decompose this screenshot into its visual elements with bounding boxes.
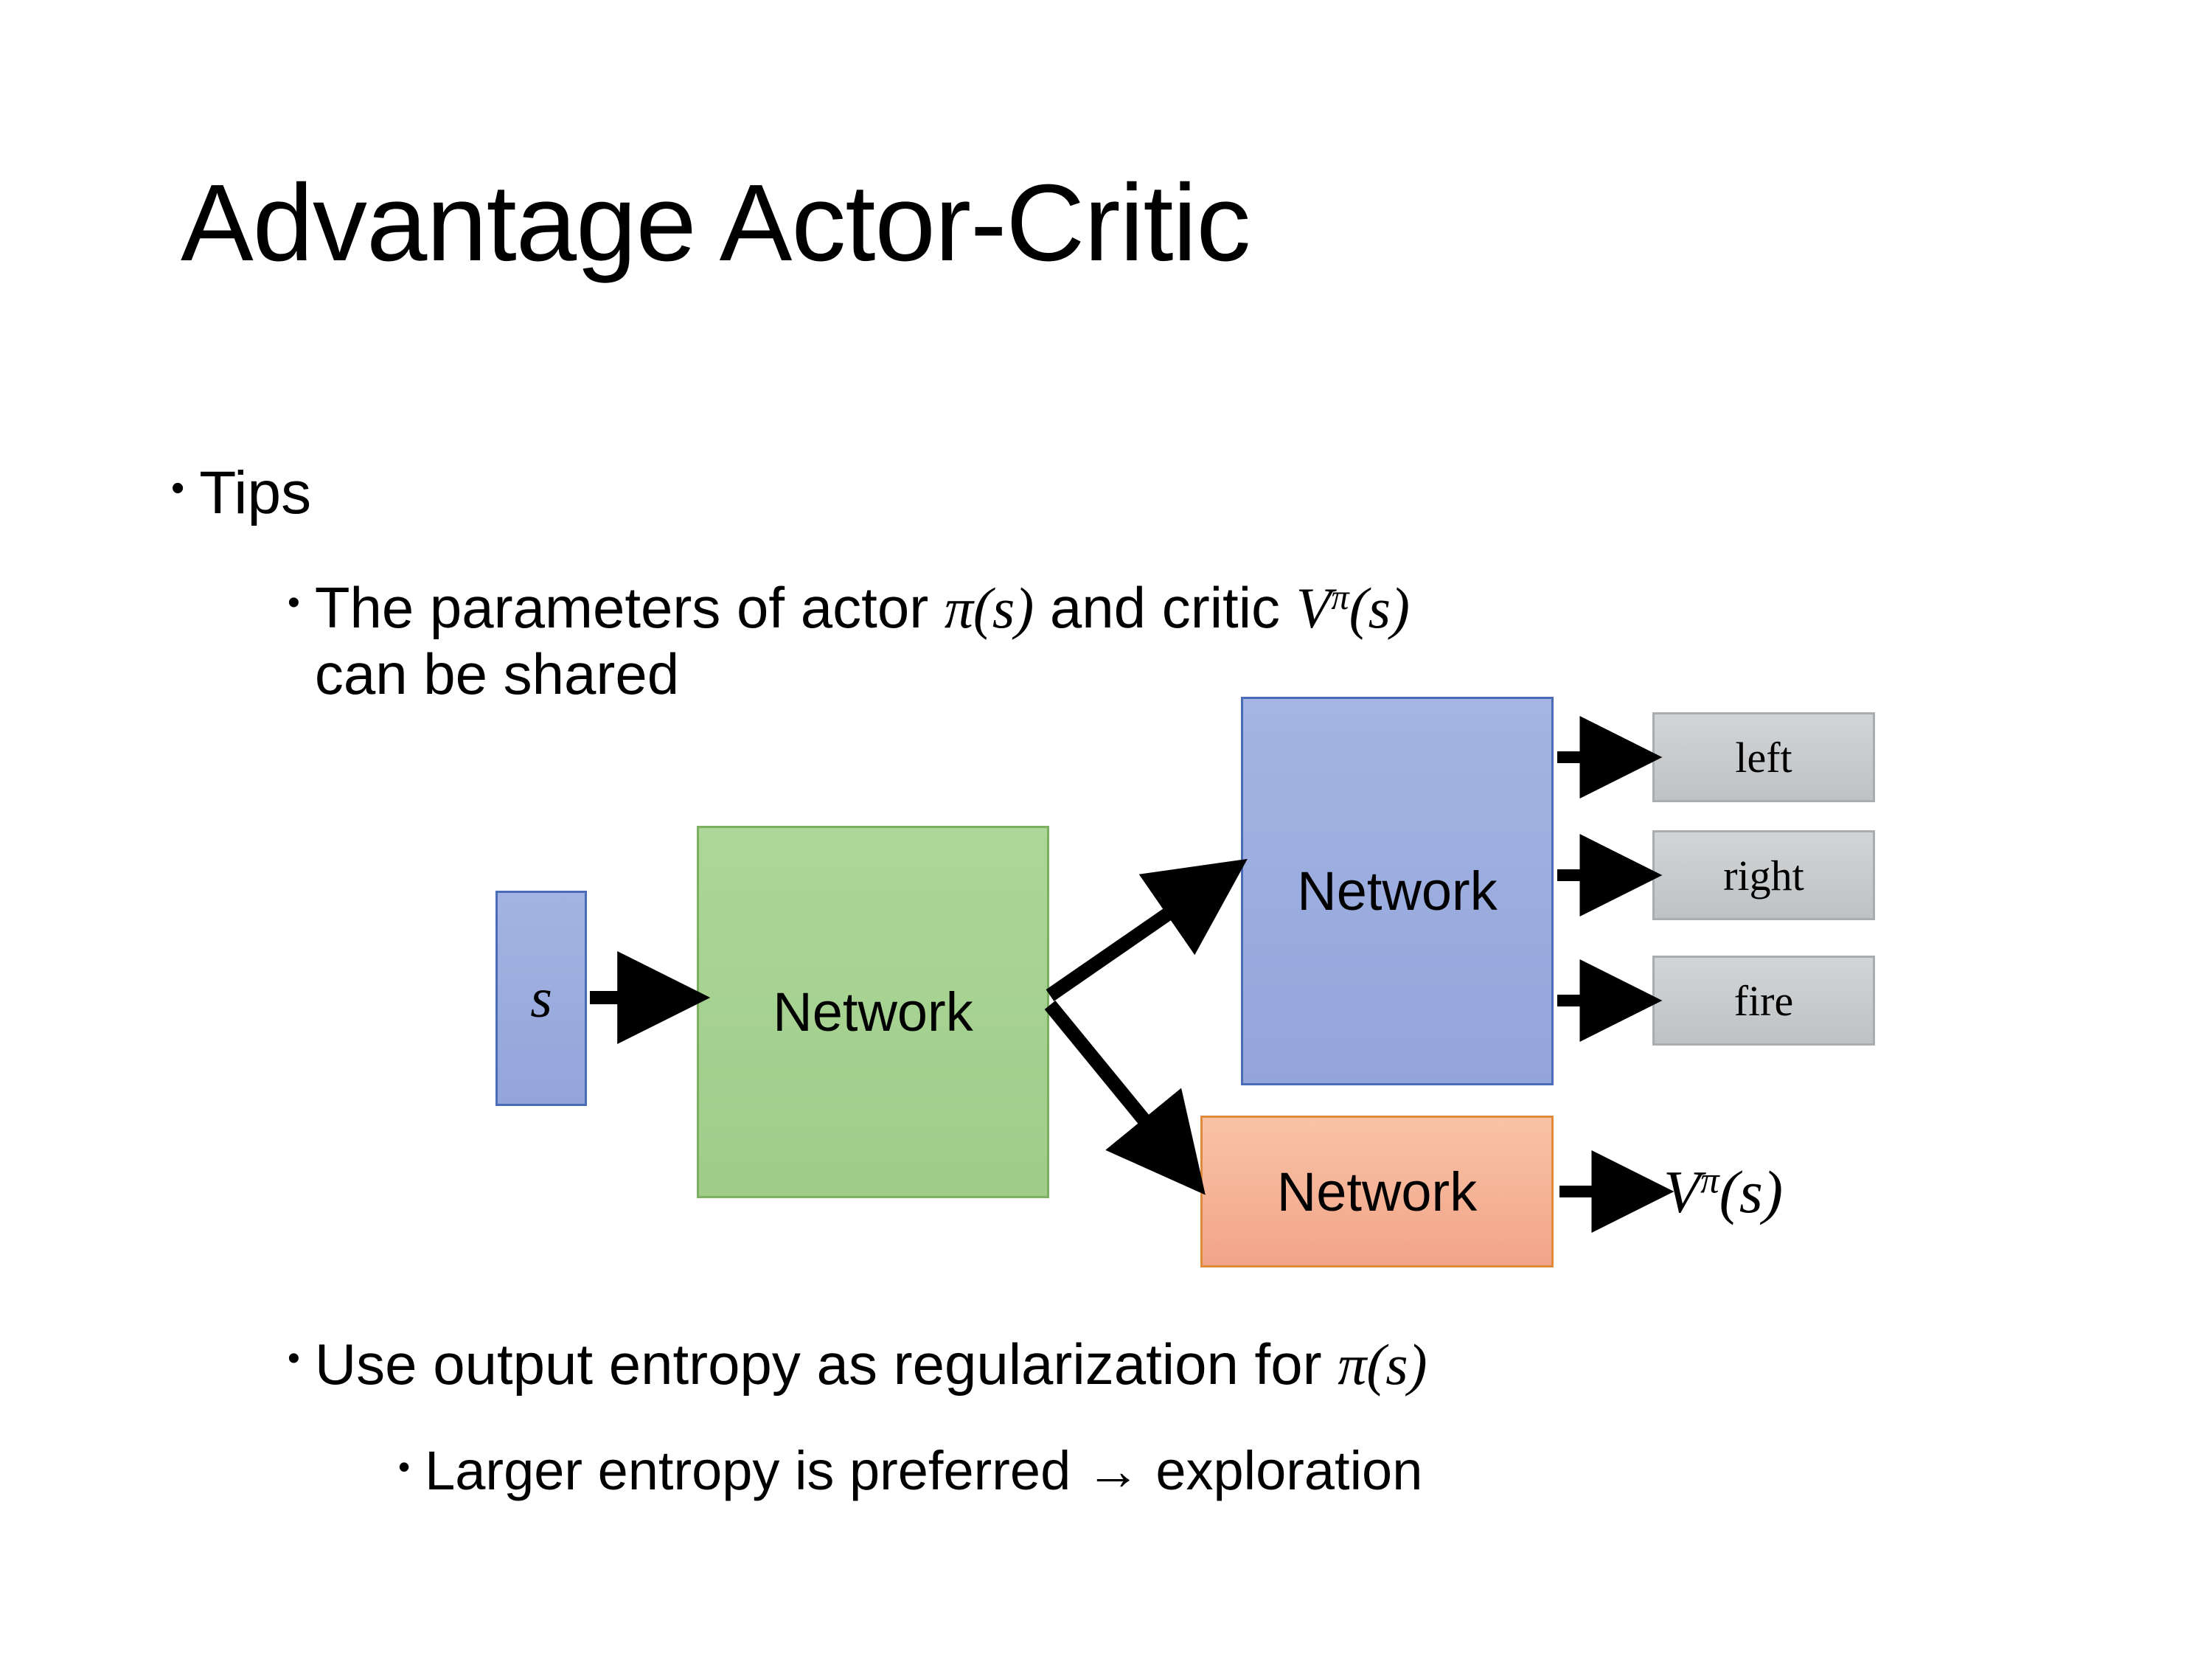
bullet-shared-parameters-label: The parameters of actor π(s) and critic … [315, 575, 2057, 707]
state-input-box: s [495, 891, 587, 1106]
text-entropy-prefix: Use output entropy as regularization for [314, 1332, 1338, 1397]
bullet-marker: • [398, 1447, 411, 1486]
bullet-larger-entropy-label: Larger entropy is preferred → exploratio… [425, 1440, 1423, 1501]
math-actor-pi-s: π(s) [944, 576, 1034, 640]
shared-network-box: Network [697, 826, 1049, 1198]
text-parameters-suffix: can be shared [314, 641, 680, 706]
value-function-output-label: Vπ(s) [1663, 1158, 1783, 1227]
text-parameters-middle: and critic [1034, 575, 1296, 640]
action-output-left: left [1652, 712, 1875, 802]
bullet-tips-label: Tips [199, 459, 312, 526]
math-critic-base: V [1295, 576, 1332, 640]
math-critic-argument: (s) [1349, 576, 1410, 640]
arrow-shared-to-actor [1046, 858, 1248, 1001]
bullet-tips: • Tips [171, 459, 311, 528]
value-superscript: π [1700, 1159, 1719, 1201]
bullet-shared-parameters: • The parameters of actor π(s) and criti… [288, 575, 2057, 707]
bullet-marker: • [288, 583, 300, 622]
arrow-shared-to-critic [1044, 1000, 1206, 1195]
action-output-right: right [1652, 830, 1875, 920]
text-parameters-prefix: The parameters of actor [314, 575, 945, 640]
bullet-marker: • [288, 1339, 300, 1378]
math-entropy-pi-s: π(s) [1338, 1332, 1427, 1397]
bullet-larger-entropy: • Larger entropy is preferred → explorat… [398, 1439, 2168, 1502]
bullet-entropy-regularization: • Use output entropy as regularization f… [288, 1331, 2131, 1398]
actor-network-box: Network [1241, 697, 1554, 1085]
bullet-entropy-label: Use output entropy as regularization for… [315, 1331, 2131, 1398]
math-critic-superscript: π [1331, 577, 1349, 617]
action-output-fire: fire [1652, 956, 1875, 1046]
bullet-marker: • [171, 467, 185, 509]
value-base: V [1663, 1158, 1701, 1225]
value-argument: (s) [1719, 1158, 1784, 1225]
math-critic-v-pi-s: Vπ(s) [1296, 576, 1410, 640]
page-title: Advantage Actor-Critic [181, 162, 1251, 284]
critic-network-box: Network [1200, 1116, 1554, 1267]
